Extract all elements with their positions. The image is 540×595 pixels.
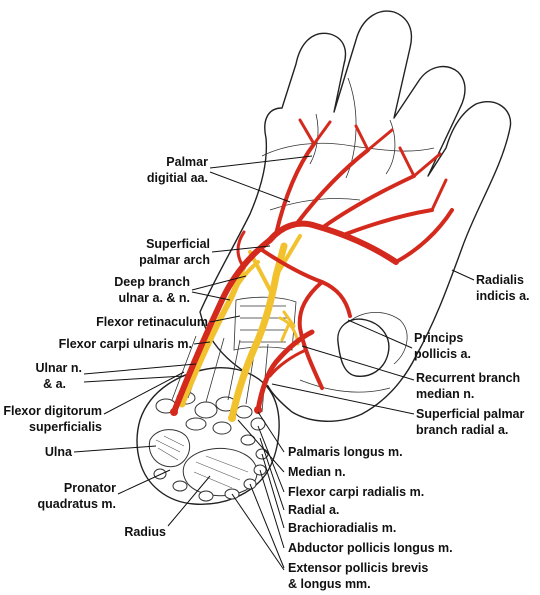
- radialis-indicis-artery: [394, 208, 454, 264]
- leader-lines: [73, 155, 475, 571]
- label-palmar-digital-aa-2: digitial aa.: [147, 171, 208, 185]
- label-flexor-carpi-radialis: Flexor carpi radialis m.: [288, 485, 424, 499]
- label-superficial-palmar-arch-1: Superficial: [146, 237, 210, 251]
- median-nerve-digital-1: [274, 234, 302, 278]
- nerves: [179, 234, 302, 422]
- radial-artery: [255, 329, 315, 413]
- labels: Palmar digitial aa. Superficial palmar a…: [3, 155, 529, 591]
- ulna-bone: [148, 429, 191, 468]
- digital-fork-1: [298, 118, 332, 146]
- tendon-section-fdp: [185, 417, 207, 431]
- princips-pollicis-artery: [297, 280, 324, 390]
- thumb-nail: [337, 318, 390, 377]
- label-flexor-retinaculum: Flexor retinaculum: [96, 315, 208, 329]
- label-flexor-digitorum-2: superficialis: [29, 420, 102, 434]
- ulnar-nerve: [179, 261, 247, 407]
- label-flexor-carpi-ulnaris: Flexor carpi ulnaris m.: [59, 337, 192, 351]
- palmar-digital-artery-2: [296, 148, 370, 224]
- label-pronator-1: Pronator: [64, 481, 116, 495]
- label-radius: Radius: [124, 525, 166, 539]
- ulnar-artery: [171, 237, 273, 415]
- label-princips-pollicis-1: Princips: [414, 331, 463, 345]
- label-ulnar-n-2: & a.: [43, 377, 66, 391]
- tendon-section-fpl: [240, 434, 256, 446]
- label-radialis-indicis-1: Radialis: [476, 273, 524, 287]
- tendon-section-pl: [235, 405, 253, 419]
- tendon-section-fdp-2: [212, 421, 232, 435]
- label-radial-a: Radial a.: [288, 503, 339, 517]
- label-deep-branch-2: ulnar a. & n.: [118, 291, 190, 305]
- tendon-section-fcr: [250, 417, 266, 431]
- median-nerve-thenar: [280, 310, 296, 342]
- tendon-section-fds-1: [194, 401, 218, 419]
- label-median-n: Median n.: [288, 465, 346, 479]
- palmar-digital-artery-4: [344, 208, 434, 236]
- wrist-cross-section: [136, 367, 280, 505]
- label-flexor-digitorum-1: Flexor digitorum: [3, 404, 102, 418]
- digital-fork-4: [430, 178, 448, 212]
- label-pronator-2: quadratus m.: [38, 497, 117, 511]
- label-superficial-palmar-branch-1: Superficial palmar: [416, 407, 525, 421]
- label-superficial-palmar-arch-2: palmar arch: [139, 253, 210, 267]
- tendon-section-ext-2: [153, 468, 167, 480]
- arteries: [171, 118, 454, 415]
- tendon-section-ext: [198, 490, 214, 502]
- palmar-arch-connector: [236, 230, 246, 270]
- label-recurrent-branch-1: Recurrent branch: [416, 371, 520, 385]
- digital-fork-2: [354, 124, 394, 152]
- label-extensor-pollicis-1: Extensor pollicis brevis: [288, 561, 428, 575]
- median-nerve: [228, 242, 288, 422]
- superficial-palmar-arch: [267, 220, 399, 265]
- label-superficial-palmar-branch-2: branch radial a.: [416, 423, 508, 437]
- superficial-palmar-branch-radial: [268, 348, 308, 378]
- label-palmaris-longus: Palmaris longus m.: [288, 445, 403, 459]
- label-brachioradialis: Brachioradialis m.: [288, 521, 396, 535]
- label-recurrent-branch-2: median n.: [416, 387, 474, 401]
- tendon-section-ecu: [172, 480, 188, 492]
- palmar-digital-artery-1: [274, 142, 316, 236]
- palmar-digital-artery-3: [320, 174, 416, 230]
- label-abductor-pollicis-longus: Abductor pollicis longus m.: [288, 541, 453, 555]
- digital-fork-3: [398, 146, 442, 178]
- label-radialis-indicis-2: indicis a.: [476, 289, 530, 303]
- label-ulnar-n-1: Ulnar n.: [35, 361, 82, 375]
- label-extensor-pollicis-2: & longus mm.: [288, 577, 371, 591]
- label-deep-branch-1: Deep branch: [114, 275, 190, 289]
- label-palmar-digital-aa-1: Palmar: [166, 155, 208, 169]
- label-ulna: Ulna: [45, 445, 73, 459]
- label-princips-pollicis-2: pollicis a.: [414, 347, 471, 361]
